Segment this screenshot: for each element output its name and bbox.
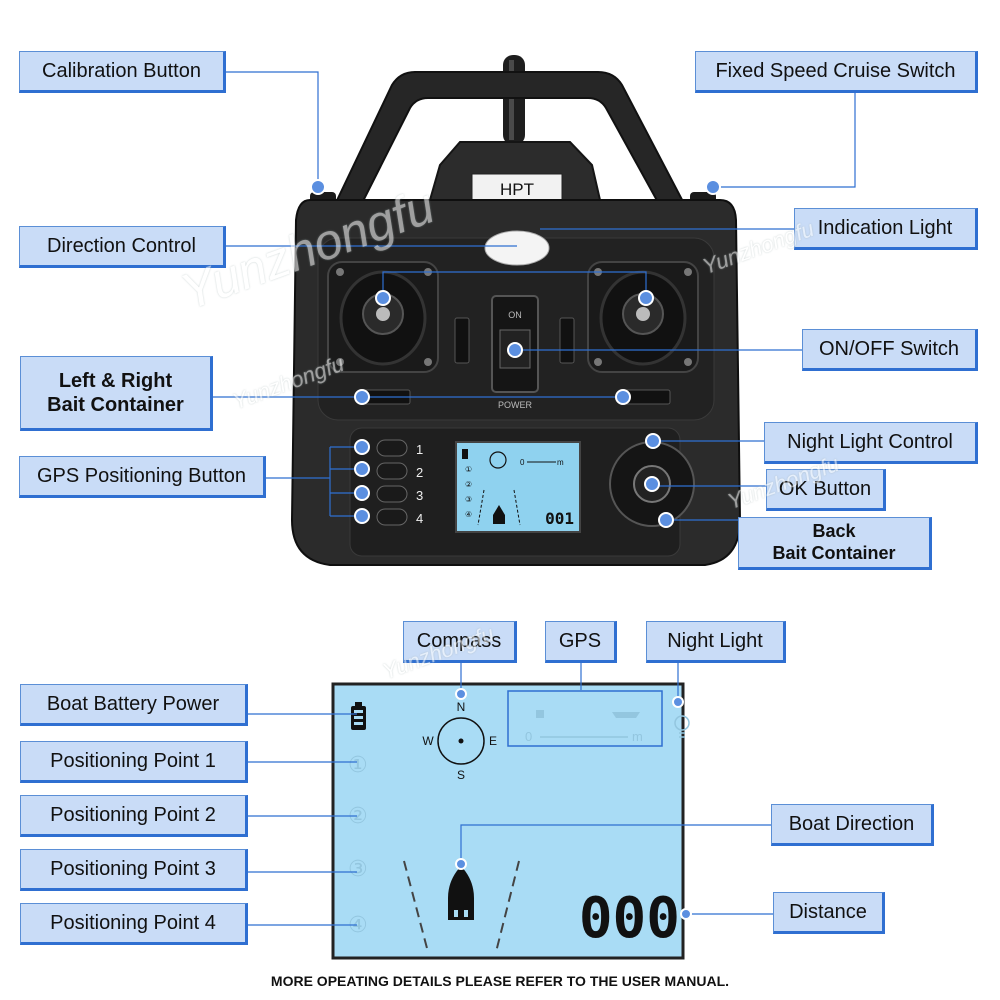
- callout-calibration-button: Calibration Button: [19, 51, 226, 93]
- callout-positioning-point-1: Positioning Point 1: [20, 741, 248, 783]
- small-point-4: ④: [465, 510, 472, 519]
- gps-display: 0 m: [507, 690, 663, 747]
- gps-button-number: 1: [416, 442, 423, 457]
- right-vertical-trim[interactable]: [559, 317, 575, 364]
- callout-left-right-bait-container: Left & Right Bait Container: [20, 356, 213, 431]
- lcd-point-2: ②: [348, 804, 368, 829]
- callout-text-line: Back: [812, 520, 856, 541]
- callout-back-bait-container: Back Bait Container: [738, 517, 932, 570]
- callout-night-light: Night Light: [646, 621, 786, 663]
- compass-display: N S E W: [422, 700, 497, 782]
- compass-w: W: [422, 734, 434, 748]
- callout-fixed-speed-cruise-switch: Fixed Speed Cruise Switch: [695, 51, 978, 93]
- gps-button-1[interactable]: [376, 439, 408, 457]
- callout-text-line: Left & Right: [58, 369, 173, 392]
- battery-icon: [351, 702, 366, 730]
- leader-lines: [212, 71, 856, 521]
- top-module: HPT: [428, 141, 602, 203]
- gps-button-number: 4: [416, 511, 423, 526]
- callout-gps-positioning-button: GPS Positioning Button: [19, 456, 266, 498]
- lcd-panel: ① ② ③ ④ N S E W 0 m: [331, 682, 690, 960]
- callout-night-light-control: Night Light Control: [764, 422, 978, 464]
- right-joystick[interactable]: [587, 261, 699, 373]
- small-point-1: ①: [465, 465, 472, 474]
- callout-ok-button: OK Button: [766, 469, 886, 511]
- callout-indication-light: Indication Light: [794, 208, 978, 250]
- gps-button-number: 2: [416, 465, 423, 480]
- power-label: POWER: [498, 400, 533, 410]
- night-light-icon: [674, 715, 690, 738]
- gps-button-3[interactable]: [376, 485, 408, 503]
- callout-positioning-point-2: Positioning Point 2: [20, 795, 248, 837]
- boat-icon: [448, 866, 474, 920]
- lcd-point-1: ①: [348, 753, 368, 778]
- callout-text-line: Bait Container: [47, 393, 184, 416]
- compass-e: E: [489, 734, 497, 748]
- callout-on-off-switch: ON/OFF Switch: [802, 329, 978, 371]
- small-scale-unit: m: [557, 458, 564, 467]
- antenna: [503, 55, 525, 145]
- lcd-point-markers: ① ② ③ ④: [348, 753, 368, 938]
- callout-positioning-point-3: Positioning Point 3: [20, 849, 248, 891]
- small-scale-zero: 0: [520, 458, 525, 467]
- callout-direction-control: Direction Control: [19, 226, 226, 268]
- gps-button-number: 3: [416, 488, 423, 503]
- indication-light: [484, 230, 550, 266]
- callout-distance: Distance: [773, 892, 885, 934]
- on-label: ON: [508, 310, 522, 320]
- left-vertical-trim[interactable]: [454, 317, 470, 364]
- gps-scale-zero: 0: [525, 729, 532, 744]
- controller-small-screen: ① ② ③ ④ 0 m 001: [455, 441, 581, 533]
- small-point-2: ②: [465, 480, 472, 489]
- callout-gps: GPS: [545, 621, 617, 663]
- small-point-3: ③: [465, 495, 472, 504]
- lcd-point-3: ③: [348, 857, 368, 882]
- brand-label: HPT: [500, 180, 534, 199]
- gps-scale-unit: m: [632, 729, 643, 744]
- compass-n: N: [457, 700, 466, 714]
- footer-note: MORE OPEATING DETAILS PLEASE REFER TO TH…: [270, 973, 730, 989]
- gps-button-group: 1 2 3 4: [376, 439, 423, 526]
- callout-dots: [310, 179, 721, 528]
- small-distance: 001: [545, 509, 574, 528]
- compass-s: S: [457, 768, 465, 782]
- gps-button-2[interactable]: [376, 462, 408, 480]
- lcd-callout-dots: [455, 688, 692, 920]
- gps-button-4[interactable]: [376, 508, 408, 526]
- distance-digits: 000: [579, 886, 680, 951]
- lcd-leader-lines: [248, 660, 773, 926]
- callout-boat-battery-power: Boat Battery Power: [20, 684, 248, 726]
- callout-compass: Compass: [403, 621, 517, 663]
- lcd-point-4: ④: [348, 913, 368, 938]
- callout-text-line: Bait Container: [772, 542, 896, 563]
- callout-boat-direction: Boat Direction: [771, 804, 934, 846]
- callout-positioning-point-4: Positioning Point 4: [20, 903, 248, 945]
